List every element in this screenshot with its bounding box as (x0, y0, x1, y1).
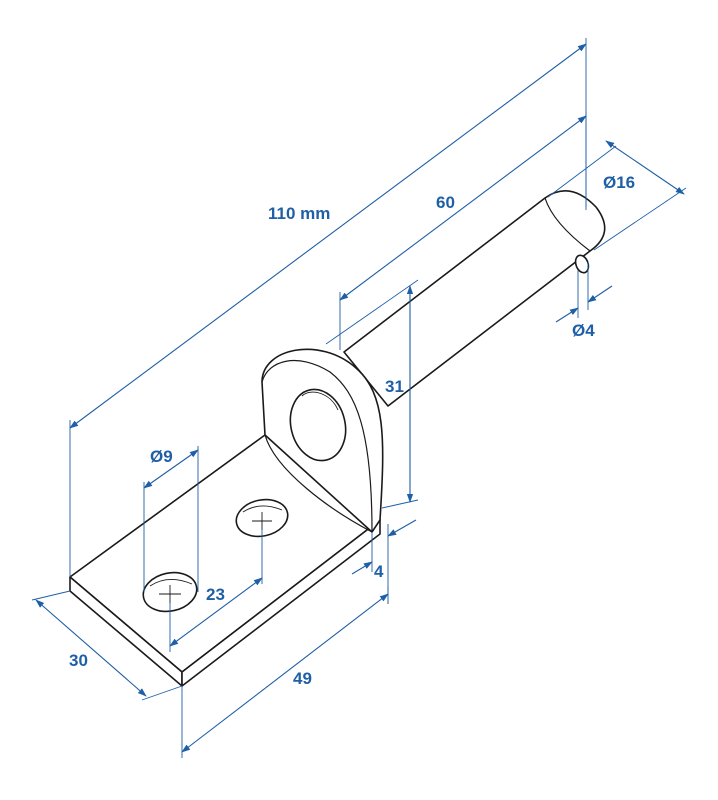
label-cross-hole: Ø4 (572, 321, 595, 340)
dimension-pin-diameter (547, 140, 687, 251)
label-pin-diameter: Ø16 (603, 173, 635, 192)
label-plate-length: 49 (293, 669, 312, 688)
dimension-cross-hole (555, 262, 613, 323)
part-outline (69, 190, 606, 687)
dimension-plate-length (181, 586, 389, 758)
dimension-eye-height (325, 279, 419, 509)
label-pin-length: 60 (436, 193, 455, 212)
plate-hole-rear (235, 498, 289, 538)
dimension-pin-length (339, 112, 587, 350)
dimension-plate-hole (143, 446, 199, 592)
label-plate-width: 30 (69, 651, 88, 670)
label-overall-length: 110 mm (268, 204, 330, 223)
label-plate-hole: Ø9 (150, 447, 173, 466)
label-eye-height: 31 (385, 377, 404, 396)
pin-cylinder (343, 190, 606, 407)
label-thickness: 4 (374, 562, 384, 581)
dimension-plate-width (31, 590, 183, 701)
label-hole-spacing: 23 (206, 585, 225, 604)
